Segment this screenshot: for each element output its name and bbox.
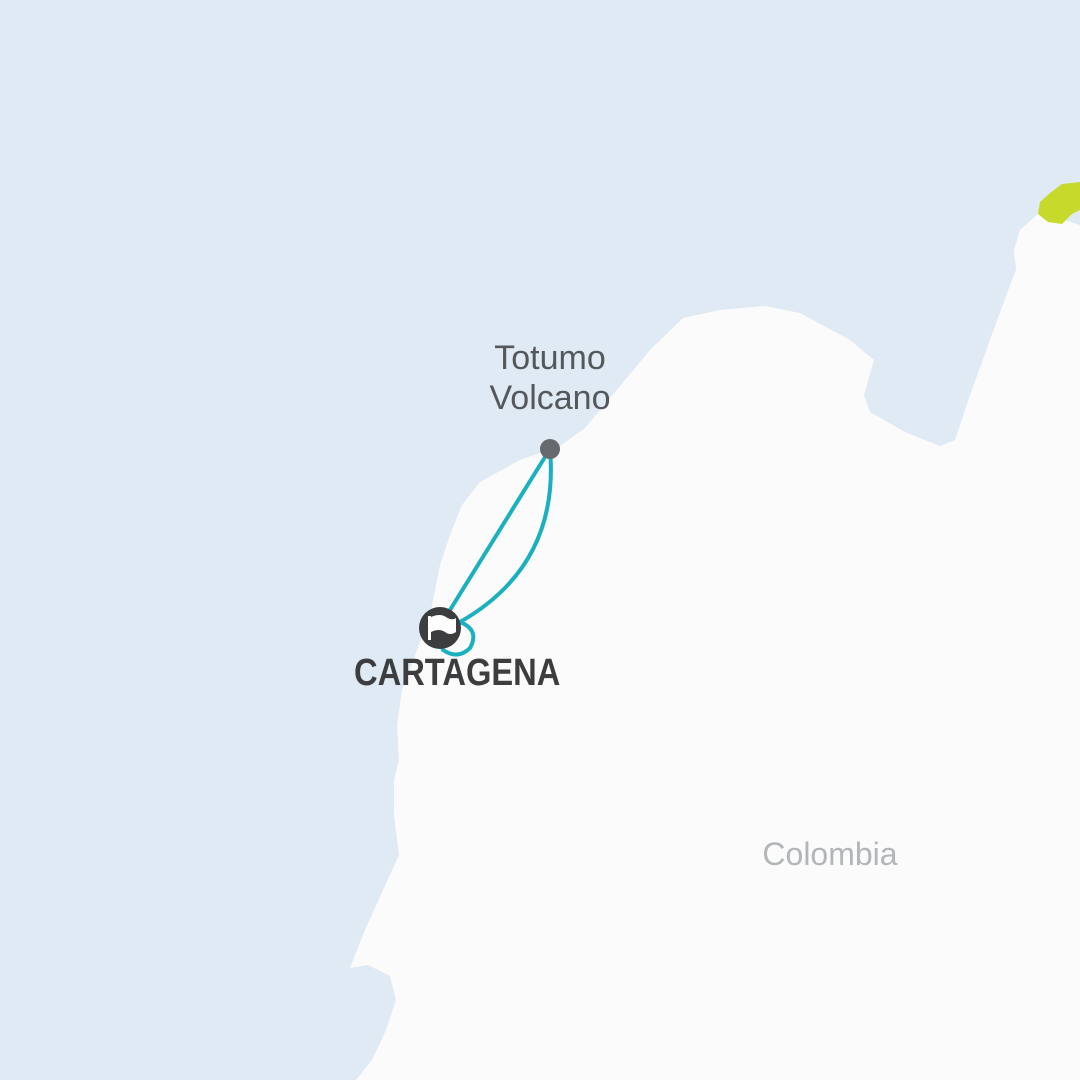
city-marker	[419, 607, 461, 649]
city-label: CARTAGENA	[354, 652, 561, 694]
route-segment-return	[458, 447, 553, 624]
land-highlight	[1038, 182, 1080, 224]
country-label: Colombia	[762, 836, 898, 872]
flag-icon	[428, 615, 456, 640]
poi-marker	[540, 439, 560, 459]
route-segment-loop	[438, 620, 476, 657]
poi-label-line2: Volcano	[489, 379, 611, 417]
land-mainland	[350, 212, 1080, 1080]
route	[438, 447, 553, 657]
poi-label-line1: Totumo	[494, 339, 606, 377]
poi-label: Totumo Volcano	[450, 338, 650, 418]
route-segment-outbound	[443, 447, 552, 620]
